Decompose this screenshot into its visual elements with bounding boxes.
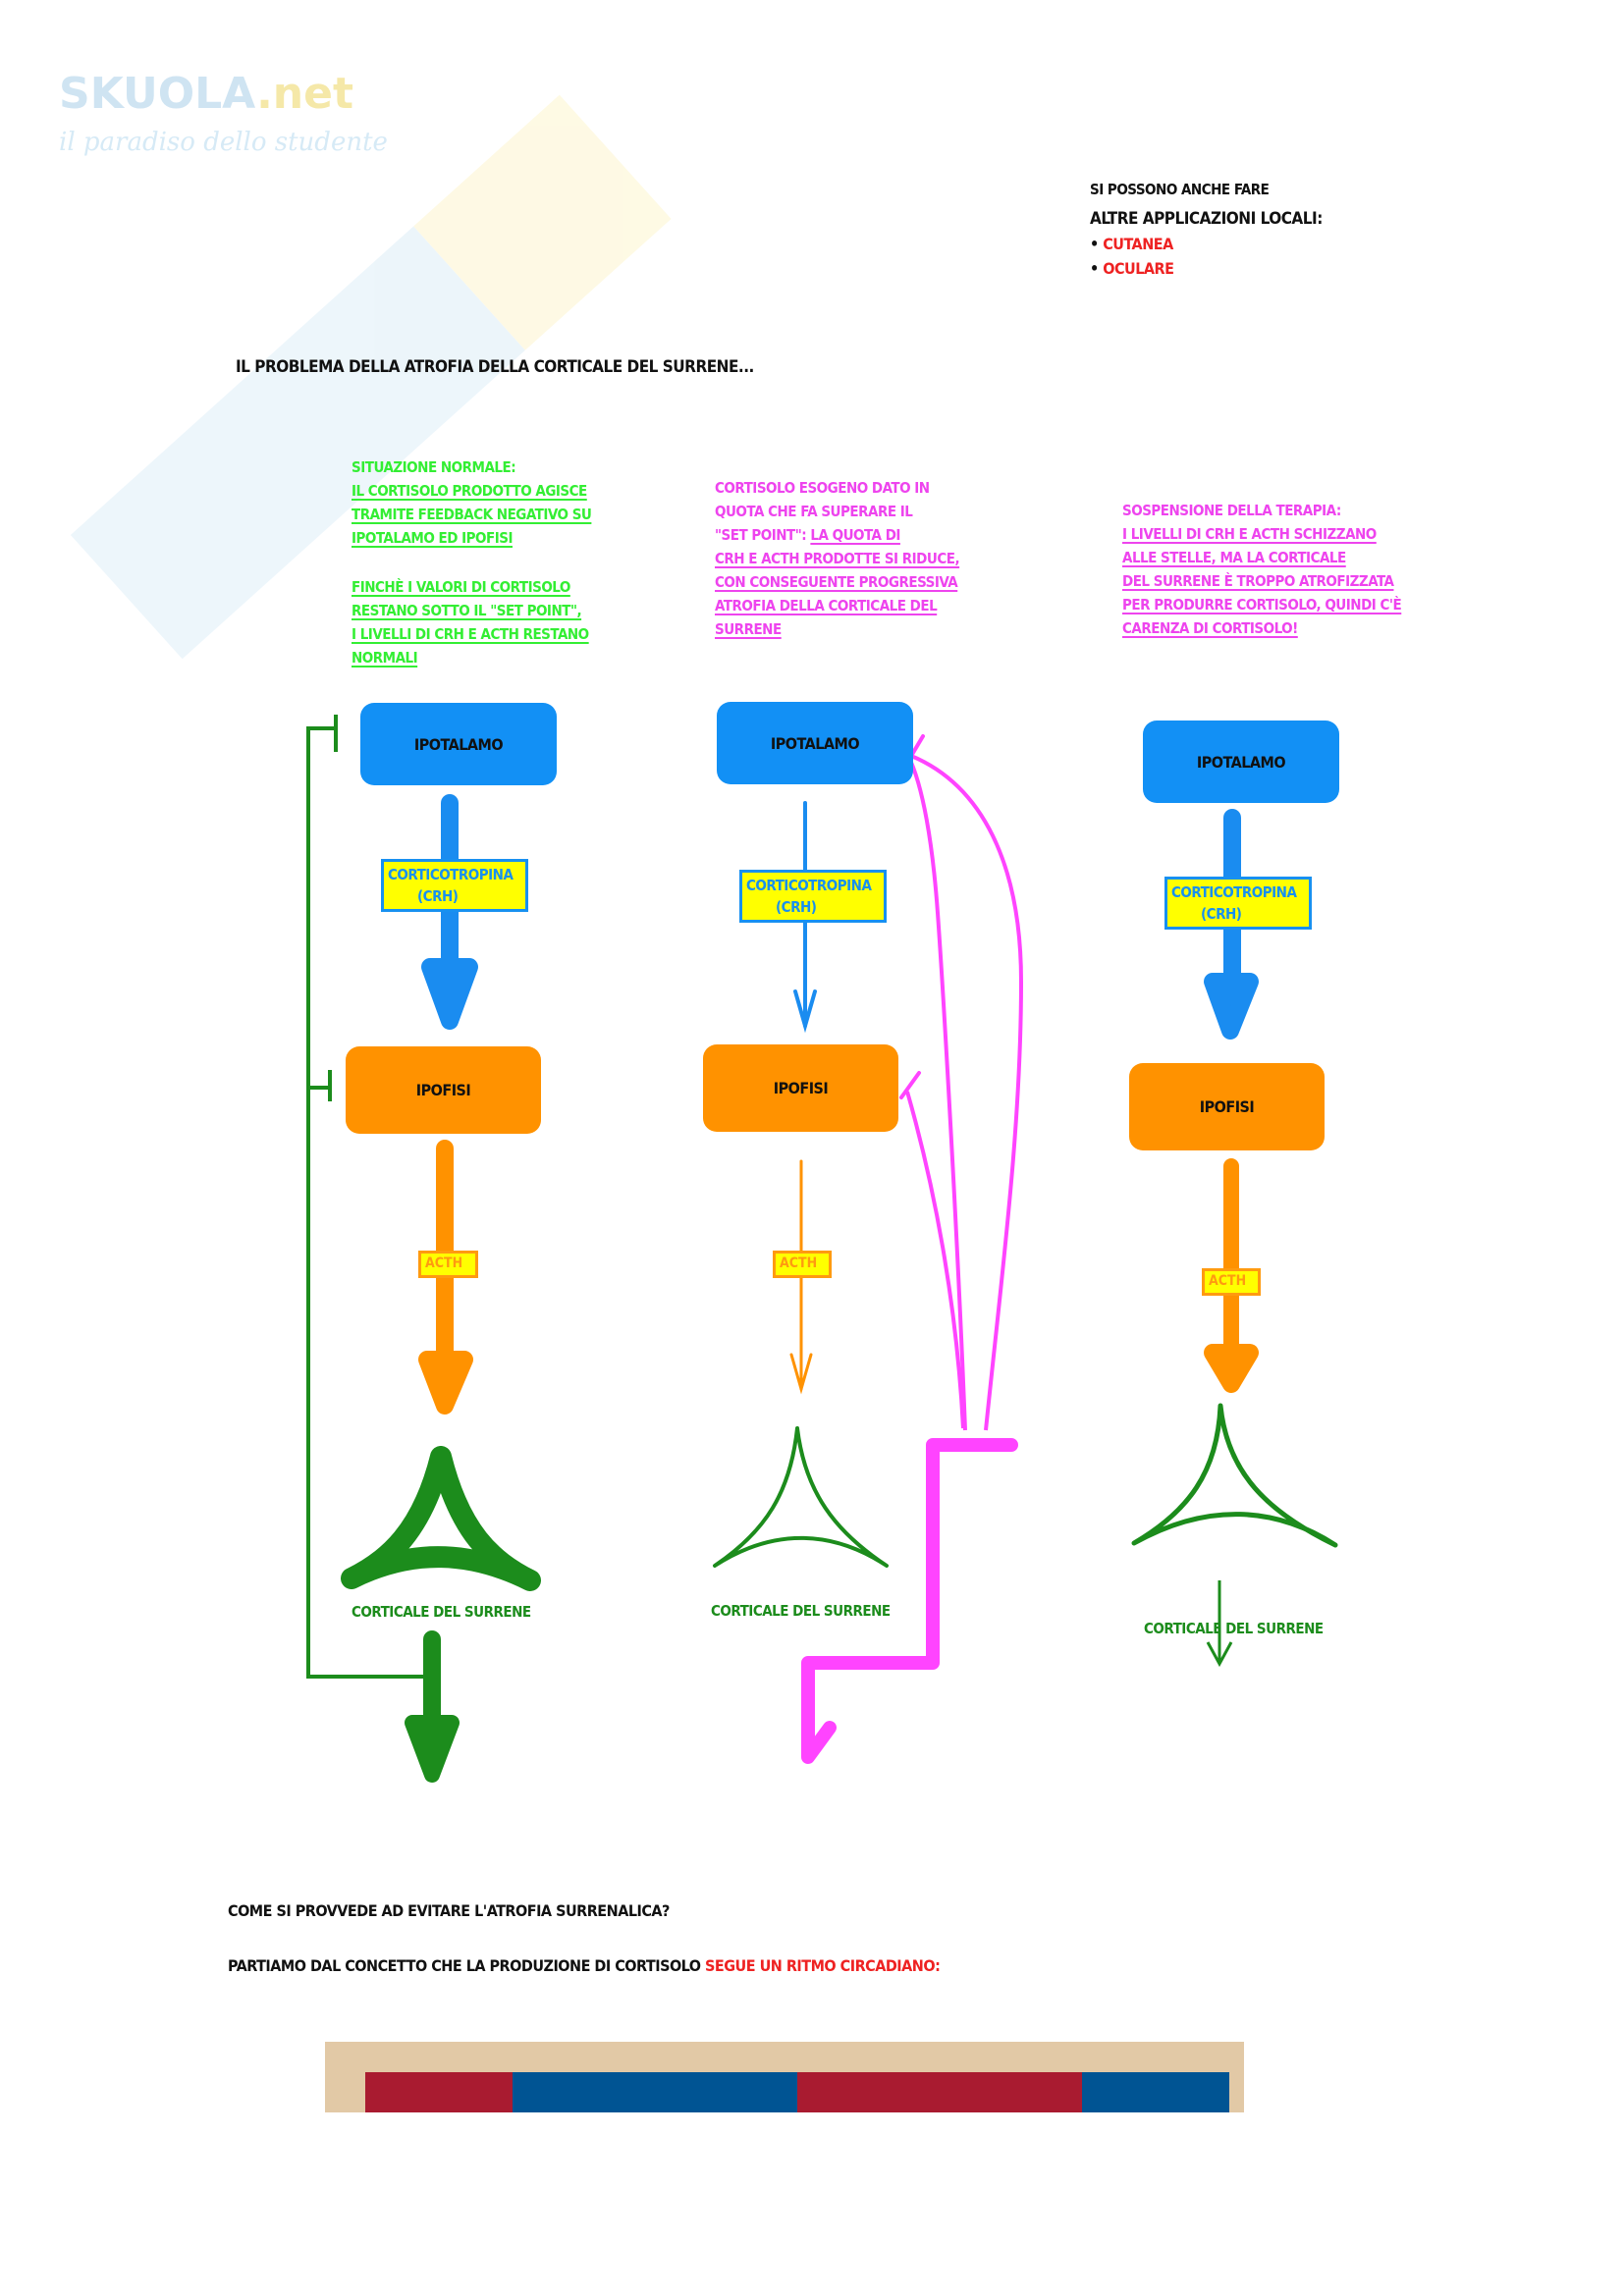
circadian-highlight: SEGUE UN RITMO CIRCADIANO: xyxy=(705,1956,941,1975)
note-cut-line: SI POSSONO ANCHE FARE xyxy=(1090,181,1270,198)
circadian-bar xyxy=(365,2072,1229,2112)
circadian-bar-segment xyxy=(797,2072,1083,2112)
normal-heading: SITUAZIONE NORMALE: xyxy=(352,458,516,476)
hypothalamus-box-exogenous: IPOTALAMO xyxy=(717,702,913,784)
inhibition-bar-pituitary-exogenous xyxy=(899,1071,921,1099)
inhibition-bar-pituitary-normal xyxy=(308,1070,332,1101)
adrenal-label-suspension: CORTICALE DEL SURRENE xyxy=(1144,1620,1324,1637)
feedback-curve-pituitary-outer xyxy=(910,754,1024,1431)
negative-feedback-line-normal xyxy=(306,726,432,1679)
crh-label-exogenous: CORTICOTROPINA (CRH) xyxy=(739,870,887,923)
suspension-description: SOSPENSIONE DELLA TERAPIA: I LIVELLI DI … xyxy=(1122,499,1402,640)
crh-arrow-head-exogenous xyxy=(793,989,817,1034)
note-line: ALTRE APPLICAZIONI LOCALI: xyxy=(1090,209,1323,229)
acth-arrow-head-suspension xyxy=(1204,1344,1259,1393)
bullet-icon: • xyxy=(1090,235,1099,253)
pituitary-box-suspension: IPOFISI xyxy=(1129,1063,1325,1150)
acth-label-normal: ACTH xyxy=(418,1251,478,1278)
crh-label-suspension: CORTICOTROPINA (CRH) xyxy=(1164,877,1312,930)
adrenal-label-normal: CORTICALE DEL SURRENE xyxy=(352,1603,531,1621)
watermark-tagline: il paradiso dello studente xyxy=(59,128,388,157)
acth-arrow-head-exogenous xyxy=(789,1353,813,1395)
hypothalamus-box-suspension: IPOTALAMO xyxy=(1143,721,1339,803)
note-item-cutanea: • CUTANEA xyxy=(1090,235,1173,253)
feedback-curve-pituitary xyxy=(905,1091,965,1429)
circadian-figure xyxy=(325,2042,1244,2112)
acth-label-suspension: ACTH xyxy=(1202,1268,1261,1296)
bullet-icon: • xyxy=(1090,259,1099,278)
adrenal-gland-icon-exogenous xyxy=(713,1426,889,1568)
circadian-bar-segment xyxy=(365,2072,513,2112)
cortisol-arrow-head-normal xyxy=(405,1715,460,1783)
adrenal-gland-icon-normal xyxy=(341,1446,541,1591)
question-text: COME SI PROVVEDE AD EVITARE L'ATROFIA SU… xyxy=(228,1901,670,1920)
cortisol-arrow-head-suspension xyxy=(1206,1641,1233,1668)
circadian-bar-segment xyxy=(512,2072,797,2112)
section-title: IL PROBLEMA DELLA ATROFIA DELLA CORTICAL… xyxy=(236,357,754,377)
adrenal-label-exogenous: CORTICALE DEL SURRENE xyxy=(711,1602,891,1620)
acth-arrow-head-normal xyxy=(418,1351,473,1415)
suspension-heading: SOSPENSIONE DELLA TERAPIA: xyxy=(1122,502,1341,519)
feedback-curve-hypothalamus xyxy=(906,755,967,1431)
watermark-brand-text: SKUOLA.net xyxy=(59,69,353,119)
normal-description: SITUAZIONE NORMALE: IL CORTISOLO PRODOTT… xyxy=(352,455,592,669)
acth-label-exogenous: ACTH xyxy=(773,1251,832,1278)
watermark-suffix: .net xyxy=(256,69,353,119)
exogenous-cortisol-arrow xyxy=(801,1438,1018,1764)
watermark-brand: SKUOLA xyxy=(59,69,257,119)
circadian-bar-segment xyxy=(1082,2072,1229,2112)
pituitary-box-normal: IPOFISI xyxy=(346,1046,541,1134)
crh-label-normal: CORTICOTROPINA (CRH) xyxy=(381,859,528,912)
circadian-statement: PARTIAMO DAL CONCETTO CHE LA PRODUZIONE … xyxy=(228,1956,941,1975)
pituitary-box-exogenous: IPOFISI xyxy=(703,1044,898,1132)
exogenous-description: CORTISOLO ESOGENO DATO IN QUOTA CHE FA S… xyxy=(715,479,960,638)
note-item-oculare: • OCULARE xyxy=(1090,259,1174,278)
crh-arrow-head-suspension xyxy=(1204,973,1259,1040)
crh-arrow-head-normal xyxy=(421,958,478,1030)
hypothalamus-box-normal: IPOTALAMO xyxy=(360,703,557,785)
adrenal-gland-icon-suspension xyxy=(1131,1403,1338,1548)
